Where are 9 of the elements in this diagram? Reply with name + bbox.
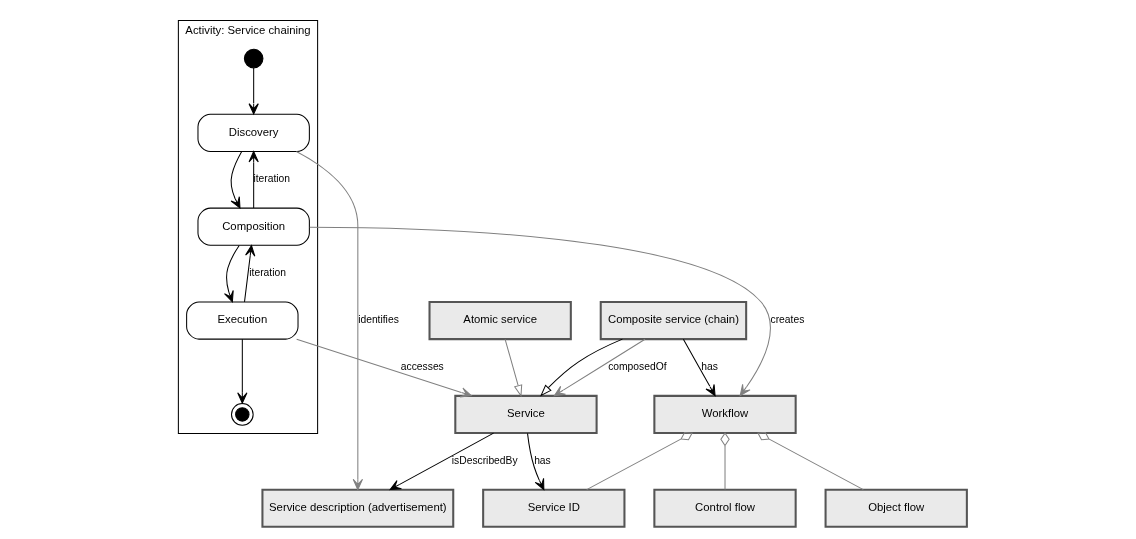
edge-label: iteration: [248, 267, 286, 279]
edge-label: composedOf: [607, 361, 667, 373]
edge-label: isDescribedBy: [451, 454, 518, 466]
edge-label: identifies: [357, 314, 399, 326]
edge-label: creates: [770, 314, 804, 326]
edge-label: accesses: [400, 361, 444, 373]
edge-label: iteration: [252, 173, 290, 185]
edge-label: has: [533, 454, 551, 466]
edge-label: has: [700, 361, 718, 373]
